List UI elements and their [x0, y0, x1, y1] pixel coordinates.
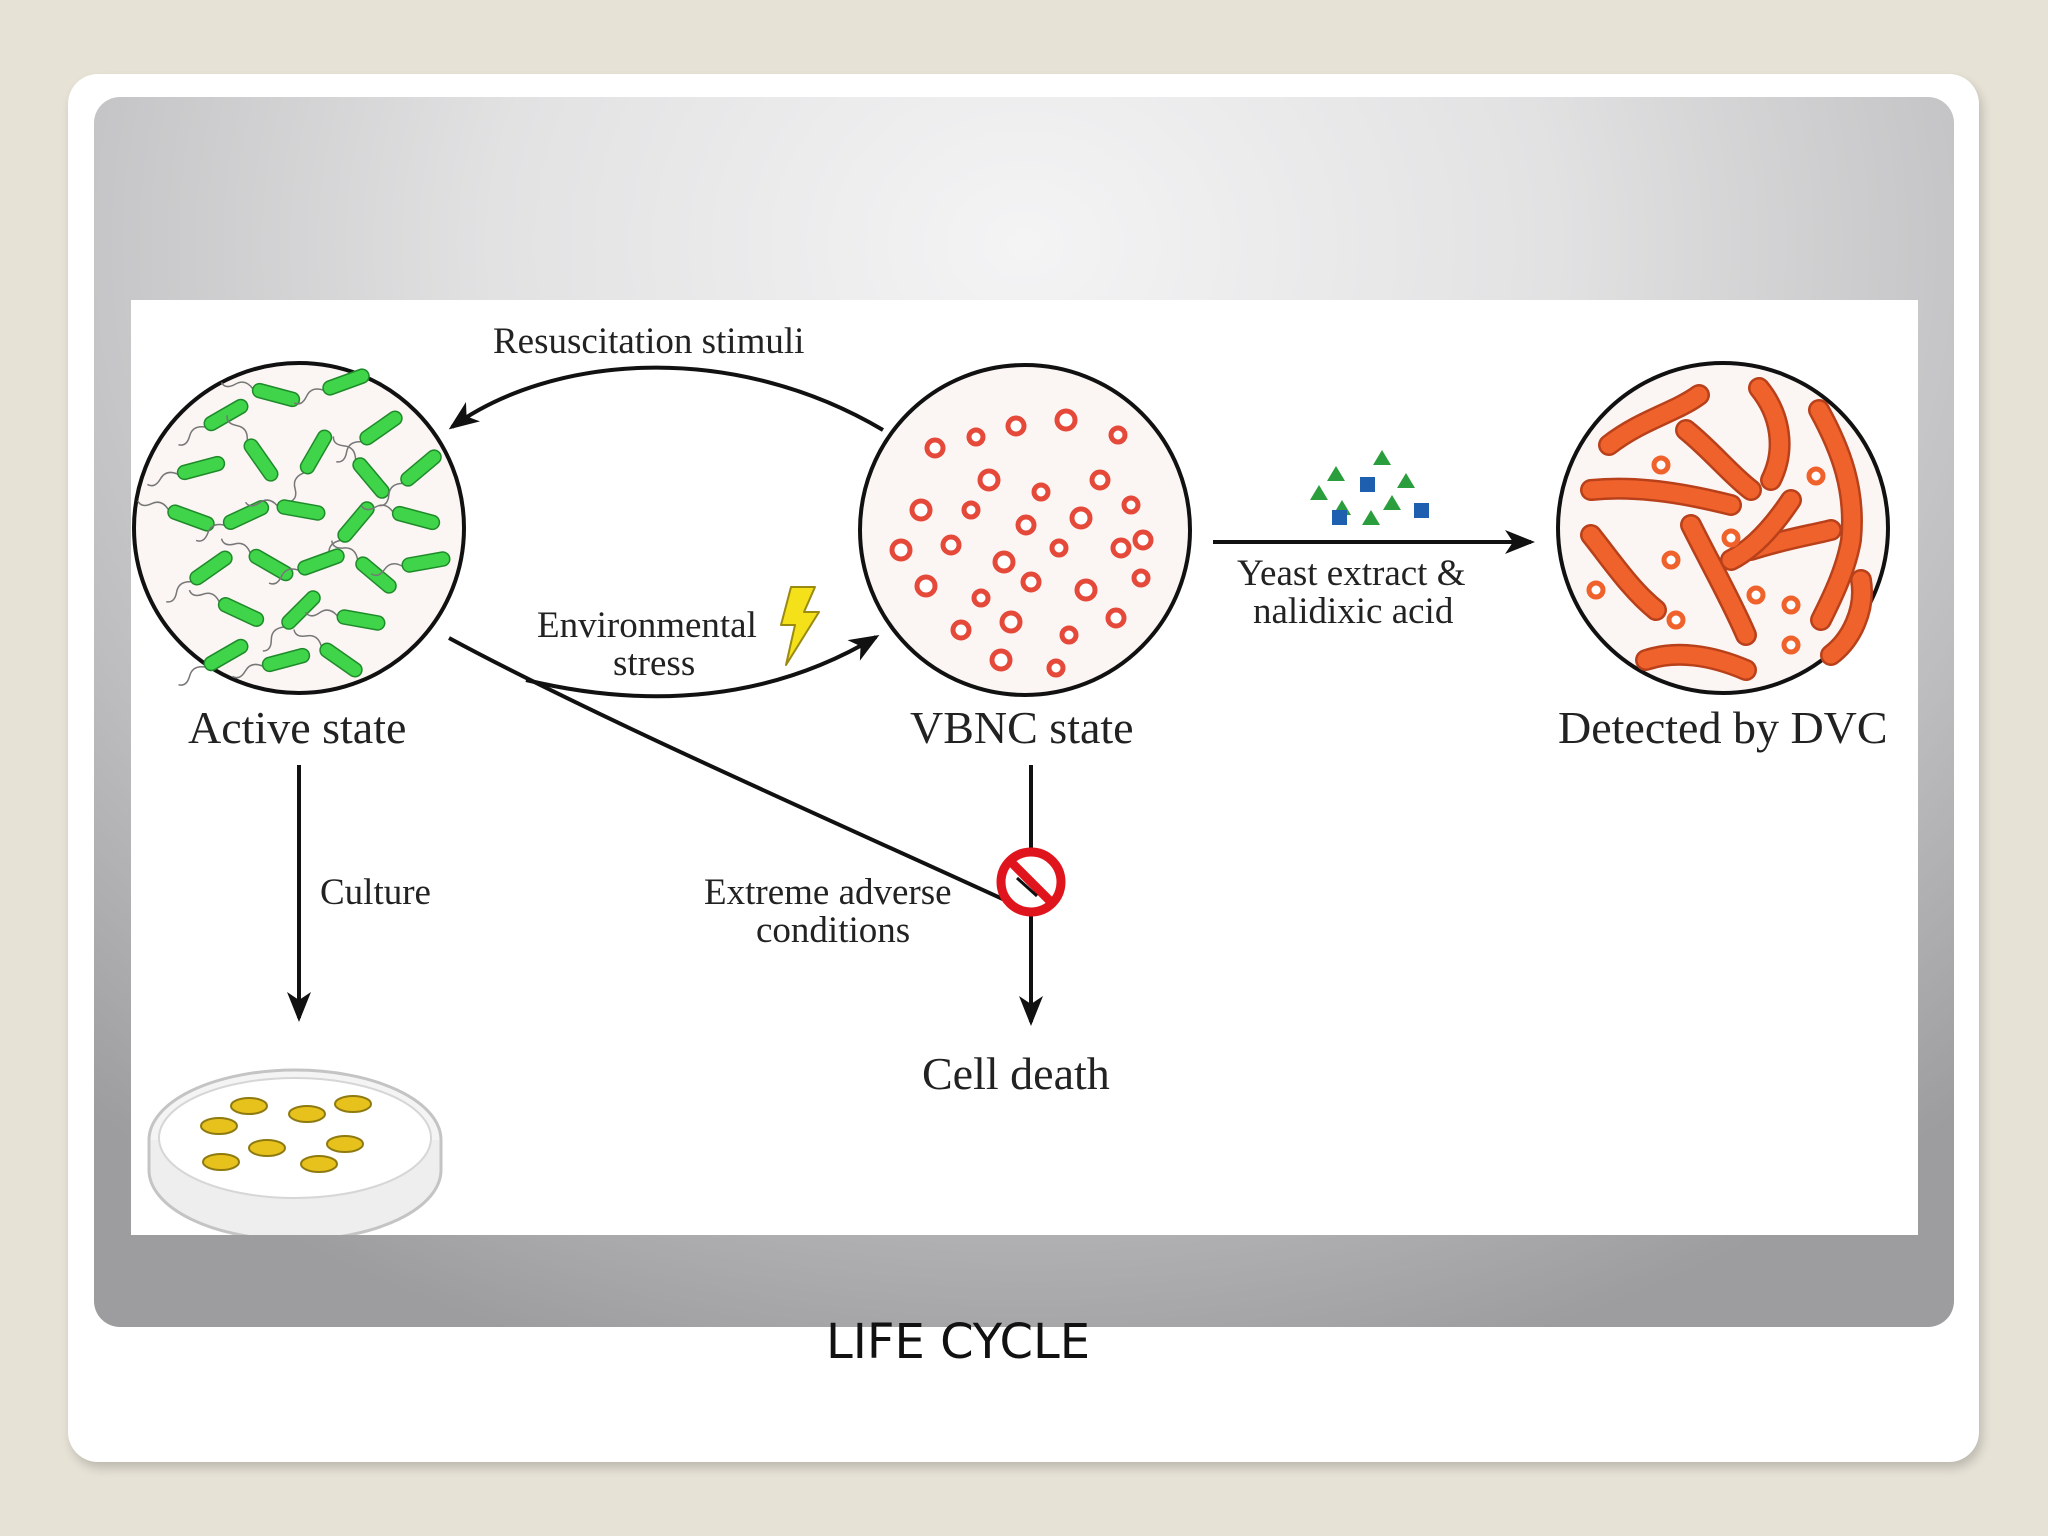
vbnc-cell: [1059, 625, 1079, 645]
extreme-conditions-label-2: conditions: [756, 910, 910, 951]
cell-death-label: Cell death: [922, 1048, 1110, 1099]
active-state-circle: [132, 361, 466, 695]
green-bacterium: [332, 436, 390, 499]
green-bacterium: [293, 368, 370, 405]
yeast-label-1: Yeast extract &: [1237, 553, 1466, 594]
vbnc-cell: [1046, 658, 1066, 678]
vbnc-cell: [992, 550, 1016, 574]
vbnc-cell: [1131, 568, 1151, 588]
dvc-round-cell: [1721, 528, 1741, 548]
resuscitation-arrow: [448, 365, 885, 432]
vbnc-cells: [889, 408, 1154, 678]
green-bacterium: [232, 647, 311, 679]
green-bacterium: [336, 410, 403, 463]
vbnc-cell: [1054, 408, 1078, 432]
vbnc-cell: [1110, 537, 1132, 559]
resuscitation-label: Resuscitation stimuli: [493, 321, 804, 362]
dvc-round-cell: [1661, 550, 1681, 570]
green-bacterium: [226, 415, 279, 482]
active-state-label: Active state: [188, 702, 406, 753]
green-bacterium: [195, 500, 270, 542]
vbnc-cell: [889, 538, 913, 562]
reagent-molecules: [1310, 450, 1429, 525]
green-bacterium: [360, 504, 441, 531]
green-bacterium: [220, 381, 301, 408]
detected-state-label: Detected by DVC: [1558, 702, 1888, 753]
green-bacterium: [147, 455, 226, 487]
vbnc-cell: [1074, 578, 1098, 602]
prohibition-icon: [996, 847, 1066, 917]
vbnc-cell: [977, 468, 1001, 492]
environmental-stress-label-1: Environmental: [537, 605, 757, 646]
vbnc-cell: [1132, 529, 1154, 551]
vbnc-cell: [1031, 482, 1051, 502]
active-bacteria: [137, 368, 451, 686]
vbnc-cell: [924, 437, 946, 459]
green-bacterium: [178, 638, 249, 686]
vbnc-cell: [961, 500, 981, 520]
vbnc-state-label: VBNC state: [910, 702, 1134, 753]
culture-label: Culture: [320, 872, 431, 913]
vbnc-cell: [1005, 415, 1027, 437]
vbnc-cell: [950, 619, 972, 641]
green-bacterium: [188, 589, 265, 627]
vbnc-cell: [1089, 469, 1111, 491]
green-bacterium: [304, 609, 386, 631]
dvc-bacterium: [1582, 480, 1740, 514]
vbnc-cell: [989, 648, 1013, 672]
vbnc-cell: [1015, 514, 1037, 536]
dvc-bacteria: [1580, 377, 1873, 681]
vbnc-state-circle: [858, 363, 1192, 697]
vbnc-cell: [1049, 538, 1069, 558]
dvc-round-cell: [1781, 635, 1801, 655]
vbnc-cell: [914, 574, 938, 598]
dvc-round-cell: [1666, 610, 1686, 630]
vbnc-cell: [971, 588, 991, 608]
extreme-conditions-label-1: Extreme adverse: [704, 872, 952, 913]
vbnc-cell: [1105, 607, 1127, 629]
dvc-round-cell: [1651, 455, 1671, 475]
vbnc-cell: [999, 610, 1023, 634]
green-bacterium: [262, 590, 321, 652]
vbnc-cell: [966, 427, 986, 447]
dvc-bacterium: [1600, 386, 1708, 454]
vbnc-cell: [940, 534, 962, 556]
dvc-bacterium: [1810, 401, 1861, 629]
environmental-stress-arrow: [525, 634, 880, 699]
lightning-icon: [780, 586, 820, 666]
green-bacterium: [370, 551, 451, 577]
green-bacterium: [220, 538, 294, 582]
dvc-round-cell: [1746, 585, 1766, 605]
green-bacterium: [293, 629, 363, 678]
dvc-round-cell: [1781, 595, 1801, 615]
dvc-bacterium: [1822, 571, 1871, 664]
green-bacterium: [178, 398, 249, 446]
green-bacterium: [268, 548, 345, 585]
dvc-bacterium: [1682, 516, 1755, 644]
vbnc-cell: [1069, 506, 1093, 530]
dvc-bacterium: [1637, 646, 1755, 679]
dvc-bacterium: [1677, 421, 1760, 499]
detected-state-circle: [1556, 361, 1890, 695]
vbnc-cell: [1121, 495, 1141, 515]
dvc-bacterium: [1750, 379, 1789, 489]
green-bacterium: [289, 429, 333, 503]
green-bacterium: [166, 550, 233, 603]
vbnc-cell: [1108, 425, 1128, 445]
dvc-round-cell: [1586, 580, 1606, 600]
yeast-label-2: nalidixic acid: [1253, 591, 1454, 632]
dvc-bacterium: [1722, 491, 1800, 569]
extreme-conditions-line: [448, 636, 1032, 914]
dvc-round-cell: [1806, 466, 1826, 486]
green-bacterium: [244, 499, 326, 521]
life-cycle-diagram: Resuscitation stimuli Environmental stre…: [131, 300, 1918, 1235]
petri-dish-icon: [147, 1068, 443, 1235]
environmental-stress-label-2: stress: [613, 643, 695, 684]
vbnc-cell: [909, 498, 933, 522]
dvc-bacterium: [1582, 526, 1665, 619]
vbnc-cell: [1020, 571, 1042, 593]
slide-caption: LIFE CYCLE: [826, 1314, 1091, 1370]
